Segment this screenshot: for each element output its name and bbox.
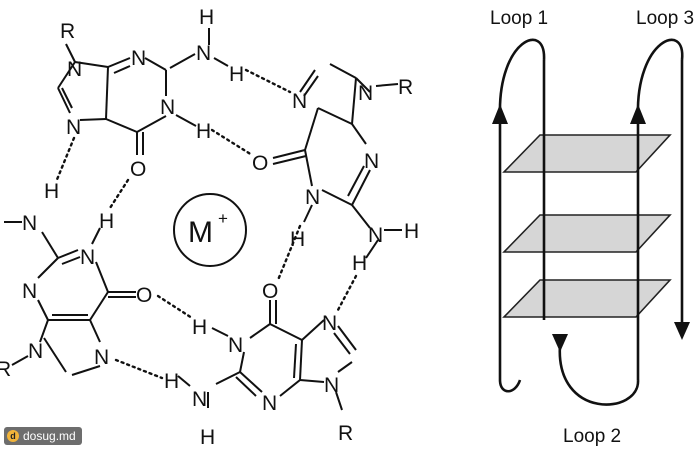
nitrogen-label: N: [305, 186, 320, 209]
guanine-bottom-right-bonds: [177, 300, 357, 411]
nitrogen-label: N: [80, 246, 95, 269]
guanine-top-left-atoms: R N N N N N H H H O: [60, 6, 244, 181]
hydrogen-label: H: [200, 426, 215, 449]
tetrad-plate-bottom: [502, 279, 672, 318]
nitrogen-label: N: [262, 392, 277, 415]
r-group-label: R: [398, 76, 413, 99]
tetrad-plate-middle: [502, 214, 672, 253]
guanine-top-right-bonds: [272, 63, 402, 259]
nitrogen-label: N: [358, 82, 373, 105]
nitrogen-label: N: [368, 224, 383, 247]
guanine-tetrad: R N N N N N H H H O: [0, 6, 419, 449]
loop-3-path: [636, 38, 684, 116]
hydrogen-label: H: [229, 63, 244, 86]
tetrad-plate-top: [502, 134, 672, 173]
nitrogen-label: N: [364, 150, 379, 173]
nitrogen-label: N: [228, 334, 243, 357]
r-group-label: R: [338, 422, 353, 445]
arrow-down-icon: [552, 334, 568, 352]
hydrogen-label: H: [164, 370, 179, 393]
nitrogen-label: N: [67, 58, 82, 81]
loop-2-label: Loop 2: [563, 426, 621, 447]
r-group-label: R: [60, 20, 75, 43]
hydrogen-label: H: [199, 6, 214, 29]
watermark: d dosug.md: [4, 427, 82, 445]
hydrogen-label: H: [196, 120, 211, 143]
guanine-bottom-left-atoms: H N H N N O N N R: [0, 180, 152, 381]
nitrogen-label: N: [196, 42, 211, 65]
metal-charge-label: +: [218, 209, 228, 228]
nitrogen-label: N: [66, 116, 81, 139]
guanine-top-right-atoms: N N N N N R O H H H: [252, 76, 419, 275]
nitrogen-label: N: [94, 346, 109, 369]
nitrogen-label: N: [192, 388, 207, 411]
r-group-label: R: [0, 358, 11, 381]
nitrogen-label: N: [28, 340, 43, 363]
metal-cation: M +: [173, 193, 247, 267]
loop-2-path: [558, 344, 640, 406]
hydrogen-label: H: [44, 180, 59, 203]
nitrogen-label: N: [322, 312, 337, 335]
metal-label: M: [188, 216, 213, 249]
arrow-up-icon: [630, 104, 646, 124]
arrow-down-icon: [674, 322, 690, 340]
oxygen-label: O: [252, 152, 268, 175]
nitrogen-label: N: [292, 90, 307, 113]
hydrogen-label: H: [404, 220, 419, 243]
guanine-top-left-bonds: [57, 28, 229, 155]
hydrogen-label: H: [99, 210, 114, 233]
watermark-text: dosug.md: [23, 429, 76, 443]
oxygen-label: O: [136, 284, 152, 307]
loop-1-path: [498, 38, 546, 116]
quadruplex-schematic: Loop 1 Loop 3 Loop 2: [490, 8, 694, 447]
nitrogen-label: N: [22, 212, 37, 235]
nitrogen-label: N: [324, 374, 339, 397]
loop-1-label: Loop 1: [490, 8, 548, 29]
hydrogen-label: H: [192, 316, 207, 339]
loop-3-label: Loop 3: [636, 8, 694, 29]
nitrogen-label: N: [160, 96, 175, 119]
guanine-bottom-right-atoms: H N O N N N N H H R: [164, 280, 353, 449]
loop-bottom-left-path: [498, 379, 522, 393]
hydrogen-label: H: [352, 252, 367, 275]
watermark-logo-icon: d: [7, 430, 19, 442]
nitrogen-label: N: [22, 280, 37, 303]
nitrogen-label: N: [131, 47, 146, 70]
oxygen-label: O: [262, 280, 278, 303]
hydrogen-label: H: [290, 228, 305, 251]
guanine-bottom-left-bonds: [4, 221, 136, 376]
oxygen-label: O: [130, 158, 146, 181]
arrow-up-icon: [492, 104, 508, 124]
hydrogen-bonds: [54, 68, 358, 380]
